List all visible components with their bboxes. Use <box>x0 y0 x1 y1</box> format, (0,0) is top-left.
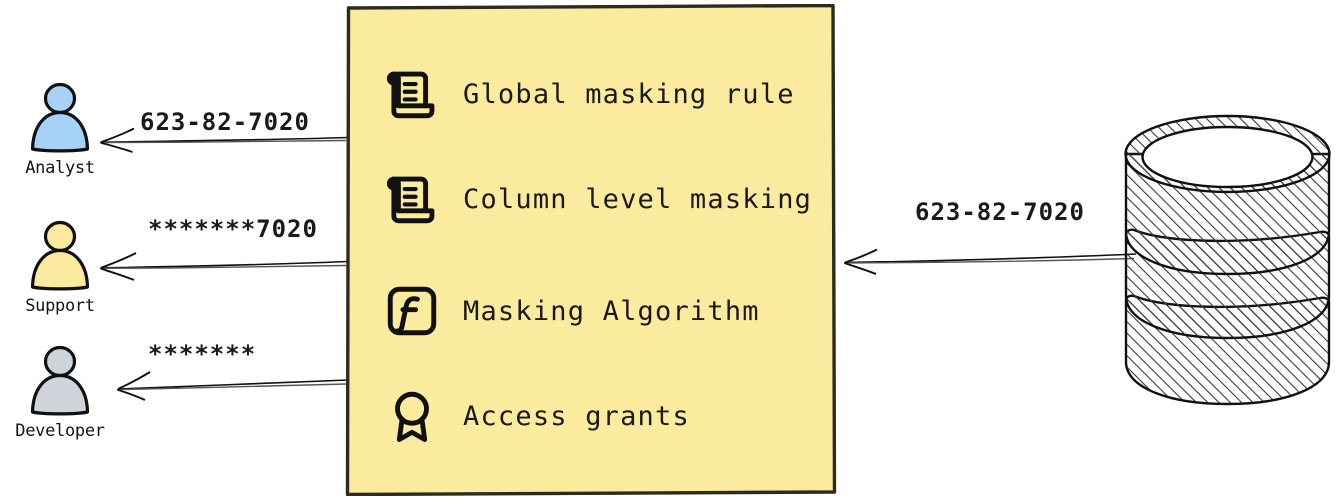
policy-row[interactable]: Masking Algorithm <box>383 279 760 343</box>
database-cylinder-icon[interactable] <box>1120 112 1335 408</box>
actor-developer[interactable]: Developer <box>0 341 120 440</box>
award-icon <box>395 391 429 443</box>
policy-row-label: Masking Algorithm <box>463 295 760 327</box>
flow-arrow-to-developer <box>116 371 349 401</box>
actor-label: Analyst <box>25 158 95 178</box>
scroll-icon <box>386 176 435 224</box>
flow-label-support: *******7020 <box>148 215 318 243</box>
person-icon <box>30 220 90 291</box>
policy-row-label: Global masking rule <box>463 78 795 110</box>
person-icon <box>30 345 90 416</box>
person-icon <box>30 82 90 153</box>
policy-panel: Global masking rule Column level masking <box>345 4 837 496</box>
policy-row-label: Column level masking <box>463 183 813 215</box>
actor-support[interactable]: Support <box>0 216 120 315</box>
scroll-icon <box>386 71 435 119</box>
actor-label: Support <box>25 296 95 316</box>
policy-row[interactable]: Global masking rule <box>383 62 795 126</box>
actor-label: Developer <box>15 421 105 441</box>
flow-label-analyst: 623-82-7020 <box>140 108 310 136</box>
policy-row[interactable]: Column level masking <box>383 167 812 231</box>
policy-row[interactable]: Access grants <box>383 384 690 448</box>
flow-arrow-to-support <box>99 252 349 281</box>
function-icon <box>387 286 437 336</box>
flow-arrow-from-database <box>843 248 1137 275</box>
policy-row-label: Access grants <box>463 400 690 432</box>
flow-label-database: 623-82-7020 <box>915 198 1085 226</box>
policy-panel-background <box>345 4 837 496</box>
flow-arrow-to-analyst <box>99 127 349 153</box>
flow-label-developer: ******* <box>148 340 257 368</box>
actor-analyst[interactable]: Analyst <box>0 78 120 177</box>
